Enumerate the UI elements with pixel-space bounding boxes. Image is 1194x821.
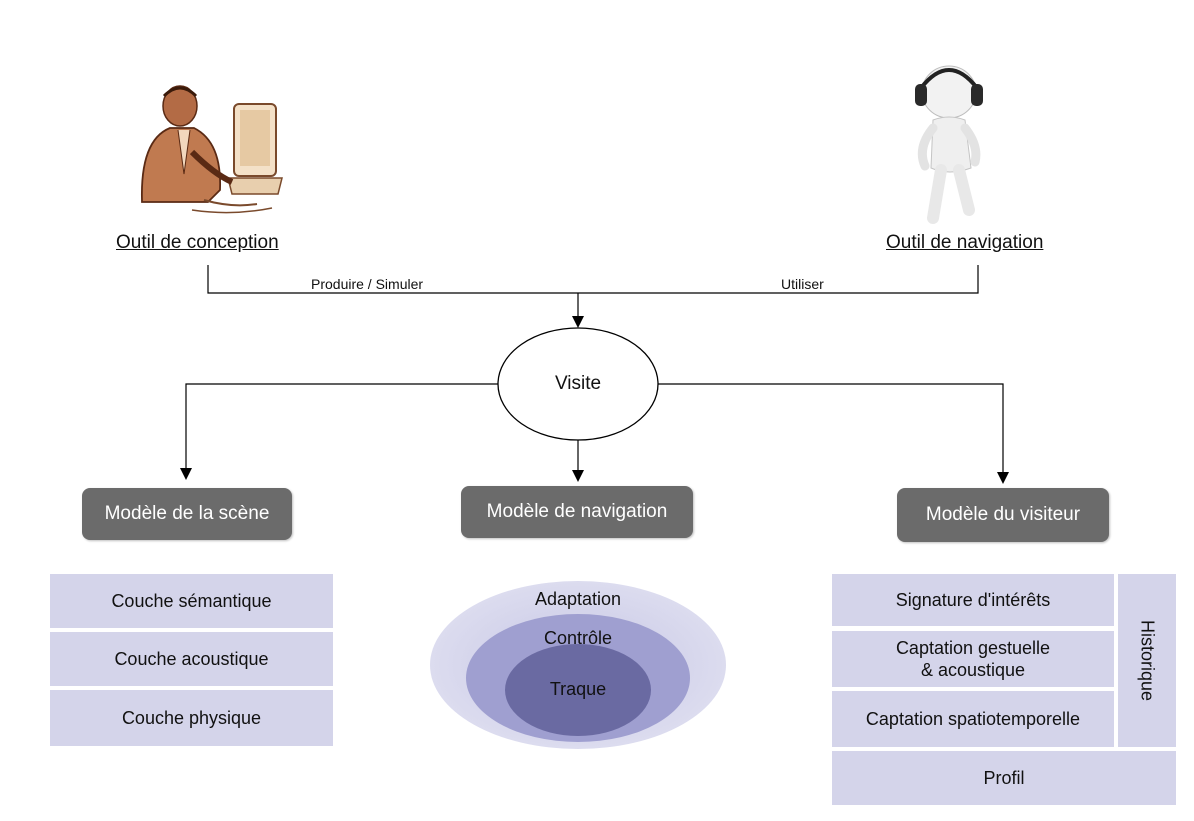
connector-navigator [578, 265, 979, 294]
scene-layer-label: Couche sémantique [111, 590, 272, 611]
scene-model-label: Modèle de la scène [104, 503, 270, 524]
navigation-model-box: Modèle de navigation [461, 486, 693, 538]
scene-model-box: Modèle de la scène [82, 488, 292, 540]
use-label: Utiliser [781, 276, 824, 292]
visitor-layer-label: Profil [983, 767, 1025, 788]
scene-layer-label: Couche acoustique [114, 648, 269, 669]
connector-to-scene [180, 383, 498, 480]
visitor-history-label: Historique [1137, 619, 1158, 702]
navigator-label: Outil de navigation [886, 232, 1044, 253]
scene-layer-label: Couche physique [121, 707, 262, 728]
visitor-model-label: Modèle du visiteur [925, 504, 1081, 525]
connector-designer [207, 265, 578, 294]
designer-label: Outil de conception [116, 232, 279, 253]
visitor-layer-spatio: Captation spatiotemporelle [832, 691, 1114, 747]
ring-middle-label: Contrôle [543, 628, 613, 648]
produce-simulate-label: Produire / Simuler [311, 276, 424, 292]
connector-to-visitor [658, 383, 1009, 484]
visitor-layer-gesture: Captation gestuelle & acoustique [832, 631, 1114, 687]
designer-at-computer-icon [122, 82, 287, 217]
visitor-layer-label: Captation gestuelle & acoustique [895, 637, 1051, 681]
ring-outer-label: Adaptation [534, 589, 622, 609]
navigation-model-label: Modèle de navigation [486, 501, 668, 522]
scene-layer: Couche acoustique [50, 632, 333, 686]
scene-layer: Couche sémantique [50, 574, 333, 628]
ring-inner [505, 644, 651, 736]
ring-inner-label: Traque [549, 679, 607, 699]
visit-label: Visite [554, 373, 602, 394]
visitor-layer-label: Signature d'intérêts [895, 589, 1051, 610]
visitor-layer-profile: Profil [832, 751, 1176, 805]
visitor-layer-history: Historique [1118, 574, 1176, 747]
person-with-headphones-icon [903, 58, 1003, 228]
visitor-model-box: Modèle du visiteur [897, 488, 1109, 542]
visitor-layer-interests: Signature d'intérêts [832, 574, 1114, 626]
scene-layer: Couche physique [50, 690, 333, 746]
visitor-layer-label: Captation spatiotemporelle [865, 708, 1081, 729]
